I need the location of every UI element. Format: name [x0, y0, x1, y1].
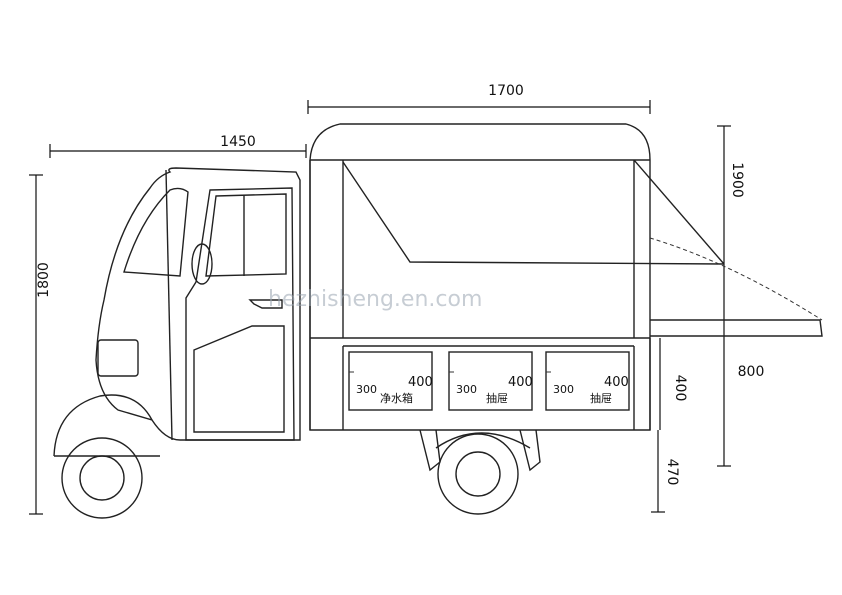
compartment-3-height: 400: [604, 375, 629, 390]
dimension-lines: [29, 100, 731, 515]
rear-wheel: [437, 433, 519, 515]
compartment-2-label: 抽屉: [486, 391, 508, 405]
compartment-1-width: 300: [356, 383, 377, 396]
dim-label-window-height: 400: [672, 375, 688, 402]
compartment-2-width: 300: [456, 383, 477, 396]
compartment-water-tank: [348, 351, 433, 411]
front-wheel: [61, 437, 143, 519]
compartment-2-height: 400: [508, 375, 533, 390]
compartment-3-label: 抽屉: [590, 391, 612, 405]
compartment-3-width: 300: [553, 383, 574, 396]
dim-label-cab-length: 1450: [220, 134, 256, 150]
rear-axle: [419, 429, 541, 472]
dim-label-box-height: 1900: [729, 162, 745, 198]
dim-label-box-length: 1700: [488, 83, 524, 99]
compartment-drawer-1: [448, 351, 533, 411]
compartments: [348, 351, 630, 411]
dim-label-ground-clearance: 470: [664, 459, 680, 486]
dim-label-shelf-height: 800: [738, 364, 765, 380]
cab: [53, 167, 301, 457]
cargo-box: [309, 123, 823, 431]
compartment-drawer-2: [545, 351, 630, 411]
watermark: hezhisheng.en.com: [268, 287, 482, 312]
compartment-1-label: 净水箱: [380, 391, 413, 405]
dim-label-total-height: 1800: [36, 262, 52, 298]
compartment-1-height: 400: [408, 375, 433, 390]
